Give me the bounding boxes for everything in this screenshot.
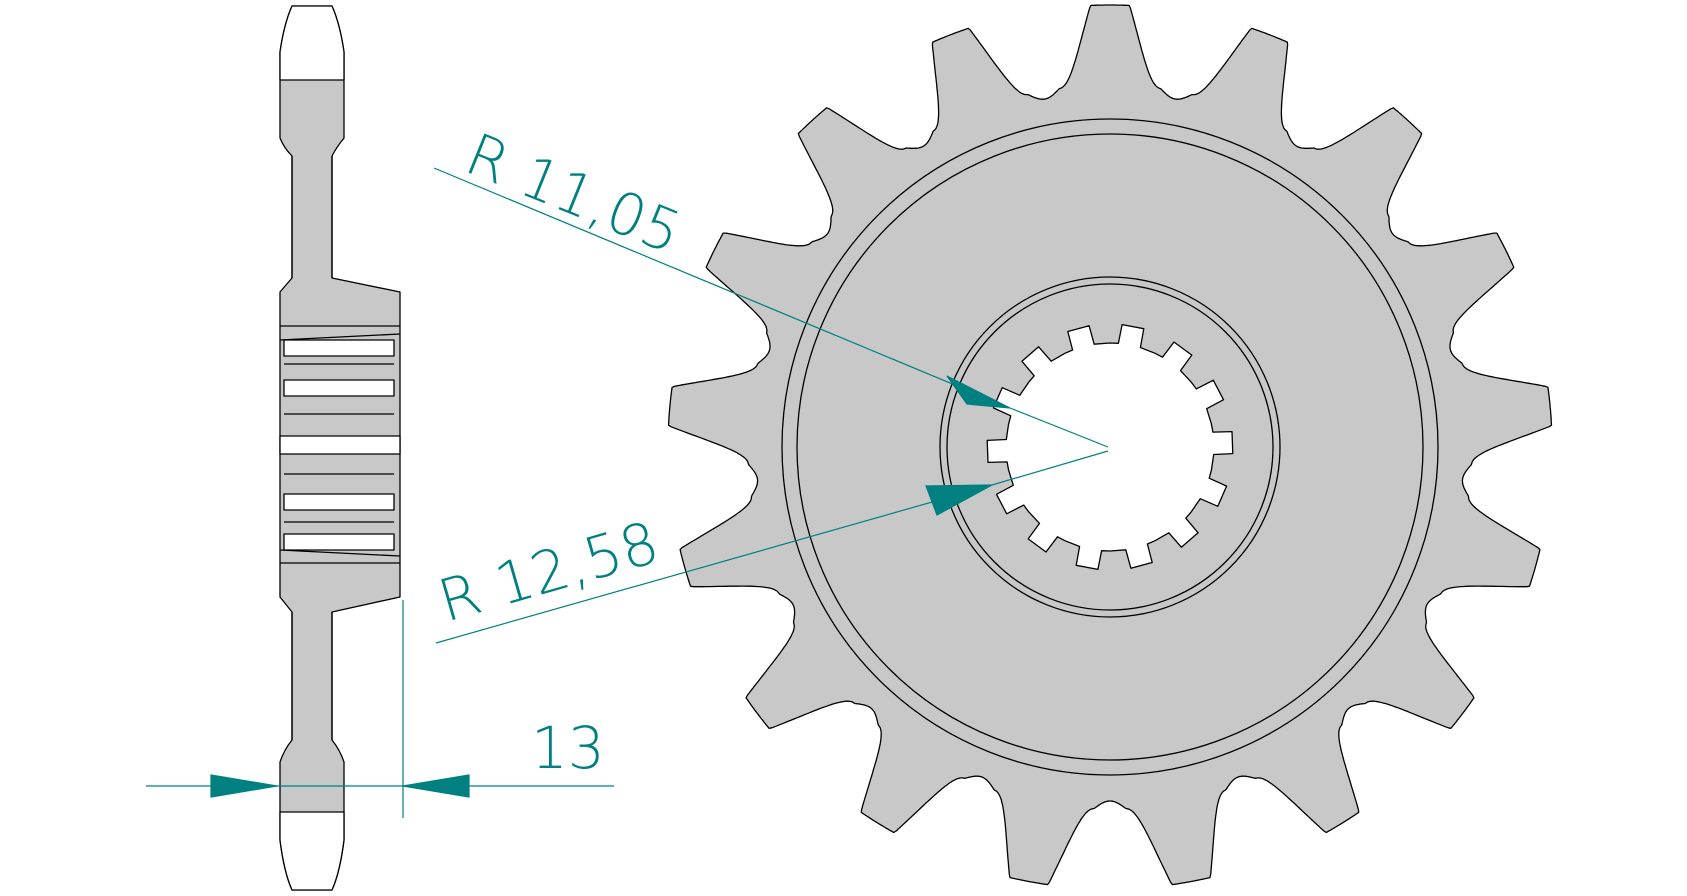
arrowhead-thickness-left <box>210 774 278 798</box>
boss-ring-outer <box>939 276 1281 618</box>
label-r-outer: R 12,58 <box>431 508 666 635</box>
leader-line-r-outer-tail <box>991 450 1109 486</box>
leader-line-r-outer <box>435 484 993 644</box>
hub-ring-outer <box>781 118 1439 776</box>
arrowhead-thickness-right <box>402 774 470 798</box>
arrowhead-r-outer <box>925 484 993 516</box>
side-view <box>279 5 401 891</box>
boss-ring-inner <box>946 283 1274 611</box>
spline-bore <box>986 323 1234 571</box>
arrowhead-r-inner <box>946 375 1011 409</box>
dimensions <box>146 167 1109 818</box>
label-thickness: 13 <box>531 714 605 782</box>
side-tooth-tip-top <box>279 5 345 81</box>
front-view <box>667 4 1553 886</box>
side-tooth-tip-bottom <box>279 811 345 891</box>
leader-line-r-inner <box>433 167 1011 409</box>
label-r-inner: R 11,05 <box>457 120 691 267</box>
dimension-labels: R 11,05 R 12,58 13 <box>431 120 691 782</box>
leader-line-r-inner-tail <box>1009 407 1109 448</box>
hub-ring-inner <box>796 133 1424 761</box>
side-spline-grooves <box>279 333 401 557</box>
